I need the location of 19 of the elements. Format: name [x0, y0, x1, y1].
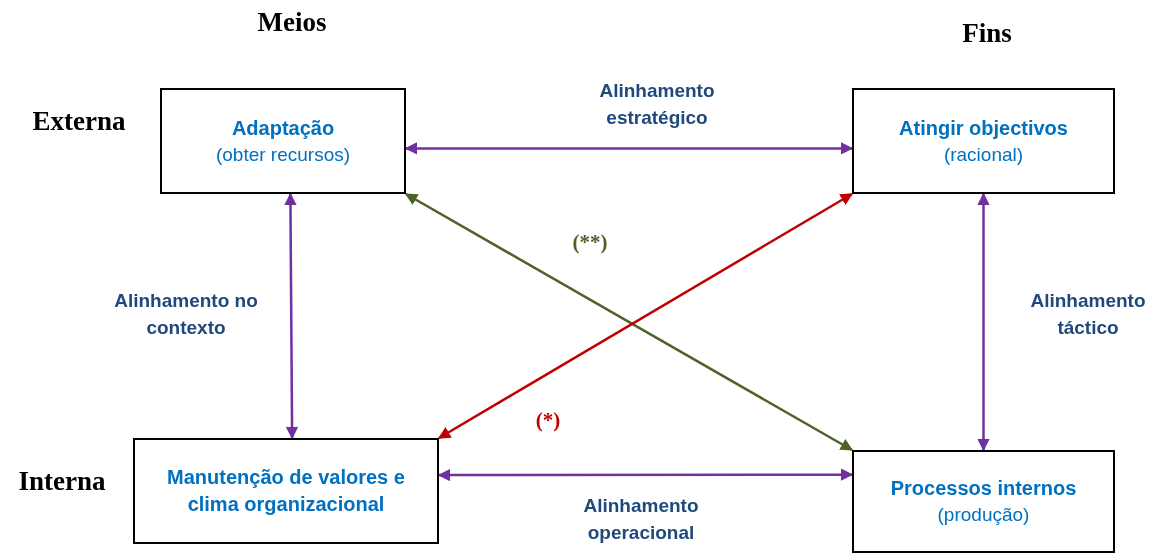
axis-heading: Interna — [18, 465, 106, 497]
double-arrow — [977, 192, 990, 452]
process-box — [852, 88, 1115, 194]
box-subtitle: (racional) — [943, 142, 1024, 167]
box-title: Processos internos — [890, 476, 1077, 502]
process-box — [133, 438, 439, 544]
process-box — [852, 450, 1115, 553]
box-title: Manutenção de valores e clima organizacional — [166, 465, 406, 517]
footnote-mark: (*) — [534, 407, 562, 435]
double-arrow — [284, 192, 299, 440]
process-box — [160, 88, 406, 194]
axis-heading: Meios — [257, 6, 327, 38]
box-subtitle: (obter recursos) — [215, 142, 351, 167]
box-title: Adaptação — [231, 115, 335, 141]
footnote-mark: (**) — [571, 229, 609, 257]
axis-heading: Externa — [32, 105, 126, 137]
box-title: Atingir objectivos — [899, 115, 1068, 141]
axis-heading: Fins — [962, 17, 1012, 49]
box-subtitle: (produção) — [937, 503, 1030, 528]
